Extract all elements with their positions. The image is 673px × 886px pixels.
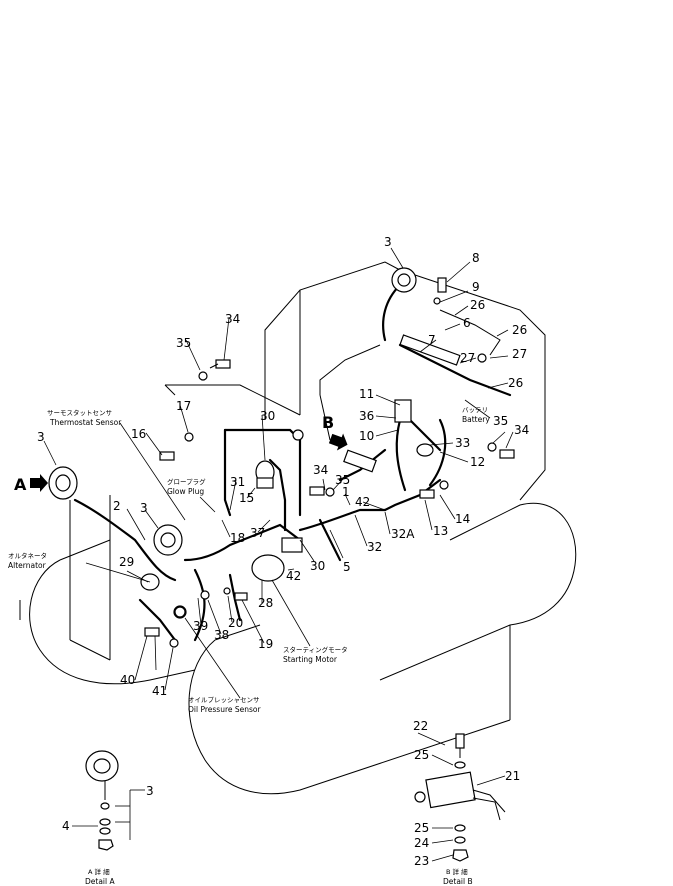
callout-14: 14 bbox=[455, 512, 470, 526]
battery-caption-en: Battery bbox=[462, 415, 490, 424]
callout-8: 8 bbox=[472, 251, 480, 265]
callout-30-b: 30 bbox=[310, 559, 325, 573]
alternator-caption-en: Alternator bbox=[8, 561, 47, 570]
detail-b-view bbox=[414, 748, 506, 862]
callout-4: 4 bbox=[62, 819, 70, 833]
callout-30-a: 30 bbox=[260, 409, 275, 423]
callout-22: 22 bbox=[413, 719, 428, 733]
callout-19: 19 bbox=[258, 637, 273, 651]
callout-3-top: 3 bbox=[384, 235, 392, 249]
callout-5: 5 bbox=[343, 560, 351, 574]
callout-39: 39 bbox=[193, 619, 208, 633]
callout-23: 23 bbox=[414, 854, 429, 868]
thermostat-caption-jp: サーモスタットセンサ bbox=[47, 408, 112, 417]
callout-7: 7 bbox=[428, 333, 436, 347]
connector-b bbox=[343, 449, 377, 473]
glow-plug-relay bbox=[255, 460, 275, 489]
detail-b-caption-en: Detail B bbox=[443, 877, 473, 886]
callout-3-mid: 3 bbox=[140, 501, 148, 515]
horn-left bbox=[48, 466, 78, 500]
view-arrow-b-label: B bbox=[322, 413, 334, 432]
battery-caption-jp: バッテリ bbox=[462, 406, 488, 414]
callout-26-b: 26 bbox=[512, 323, 527, 337]
crawler-track-left bbox=[19, 539, 196, 685]
starting-motor-caption-en: Starting Motor bbox=[283, 655, 338, 664]
callout-numbers: 3 8 9 26 6 26 7 27 27 26 11 36 10 33 12 … bbox=[37, 235, 529, 868]
callout-26-c: 26 bbox=[508, 376, 523, 390]
callout-24: 24 bbox=[414, 836, 429, 850]
bolts bbox=[144, 277, 515, 749]
callout-38: 38 bbox=[214, 628, 229, 642]
callout-28: 28 bbox=[258, 596, 273, 610]
callout-42-a: 42 bbox=[355, 495, 370, 509]
oil-pressure-sensor bbox=[174, 606, 186, 618]
callout-2: 2 bbox=[113, 499, 121, 513]
oil-pressure-caption-en: Oil Pressure Sensor bbox=[188, 705, 261, 714]
crawler-track-right bbox=[188, 502, 577, 795]
callout-35-c: 35 bbox=[335, 473, 350, 487]
callout-42-b: 42 bbox=[286, 569, 301, 583]
view-arrow-a-label: A bbox=[14, 475, 27, 494]
callout-33: 33 bbox=[455, 436, 470, 450]
callout-17: 17 bbox=[176, 399, 191, 413]
alternator-caption-jp: オルタネータ bbox=[8, 551, 47, 560]
horn-middle bbox=[153, 524, 183, 556]
starting-motor bbox=[251, 537, 303, 582]
detail-a-view bbox=[72, 750, 145, 851]
callout-15: 15 bbox=[239, 491, 254, 505]
callout-6: 6 bbox=[463, 316, 471, 330]
detail-a-caption-jp: A 詳 細 bbox=[88, 867, 110, 876]
callout-20: 20 bbox=[228, 616, 243, 630]
callout-26-a: 26 bbox=[470, 298, 485, 312]
view-arrow-a: A bbox=[14, 474, 48, 494]
callout-18: 18 bbox=[230, 531, 245, 545]
callout-34-b: 34 bbox=[313, 463, 328, 477]
callout-3-left: 3 bbox=[37, 430, 45, 444]
callout-11: 11 bbox=[359, 387, 374, 401]
callout-16: 16 bbox=[131, 427, 146, 441]
harness-wires bbox=[73, 283, 512, 642]
callout-41: 41 bbox=[152, 684, 167, 698]
thermostat-caption-en: Thermostat Sensor bbox=[49, 418, 122, 427]
callout-12: 12 bbox=[470, 455, 485, 469]
callout-35-a: 35 bbox=[176, 336, 191, 350]
callout-25-b: 25 bbox=[414, 821, 429, 835]
view-arrow-b: B bbox=[322, 413, 348, 451]
callout-32: 32 bbox=[367, 540, 382, 554]
callout-21: 21 bbox=[505, 769, 520, 783]
oil-pressure-caption-jp: オイルプレッシャセンサ bbox=[188, 696, 260, 704]
callout-37: 37 bbox=[250, 526, 265, 540]
battery-relay bbox=[394, 399, 434, 457]
callout-34-a: 34 bbox=[225, 312, 240, 326]
callout-13: 13 bbox=[433, 524, 448, 538]
callout-9: 9 bbox=[472, 280, 480, 294]
callout-25-a: 25 bbox=[414, 748, 429, 762]
detail-a-caption-en: Detail A bbox=[85, 877, 115, 886]
leader-lines bbox=[43, 247, 514, 862]
starting-motor-caption-jp: スターティングモータ bbox=[283, 645, 348, 654]
callout-1: 1 bbox=[342, 485, 350, 499]
callout-34-c: 34 bbox=[514, 423, 529, 437]
callout-27-b: 27 bbox=[460, 351, 475, 365]
horn-top bbox=[391, 267, 417, 293]
callout-35-b: 35 bbox=[493, 414, 508, 428]
battery-clamp bbox=[399, 309, 501, 366]
callout-10: 10 bbox=[359, 429, 374, 443]
callout-32a: 32A bbox=[391, 527, 415, 541]
detail-b-caption-jp: B 詳 細 bbox=[446, 867, 468, 876]
callout-3-detail-a: 3 bbox=[146, 784, 154, 798]
callout-27-a: 27 bbox=[512, 347, 527, 361]
glowplug-caption-en: Glow Plug bbox=[167, 487, 204, 496]
callout-36: 36 bbox=[359, 409, 374, 423]
glowplug-caption-jp: グロープラグ bbox=[167, 477, 206, 486]
callout-31: 31 bbox=[230, 475, 245, 489]
callout-29: 29 bbox=[119, 555, 134, 569]
captions: サーモスタットセンサ Thermostat Sensor グロープラグ Glow… bbox=[8, 406, 490, 886]
callout-40: 40 bbox=[120, 673, 135, 687]
